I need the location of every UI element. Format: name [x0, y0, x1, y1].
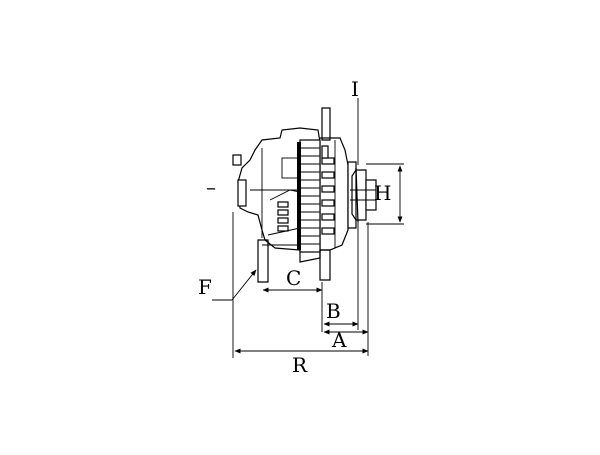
axis-dash-label: –	[206, 175, 216, 199]
label-A: A	[331, 328, 347, 352]
dimension-H: H	[366, 163, 404, 225]
label-H: H	[374, 181, 391, 205]
label-C: C	[286, 266, 301, 290]
dimension-B: B	[321, 282, 359, 332]
dimension-I: I	[351, 77, 359, 330]
dimension-R: R	[232, 212, 369, 377]
label-B: B	[326, 299, 341, 323]
label-F: F	[198, 275, 212, 299]
label-R: R	[292, 353, 308, 377]
dimension-A: A	[323, 222, 369, 356]
label-I: I	[351, 77, 359, 101]
dimension-C: C	[262, 266, 323, 293]
alternator-body	[232, 107, 377, 283]
dimension-F: F	[198, 269, 257, 301]
